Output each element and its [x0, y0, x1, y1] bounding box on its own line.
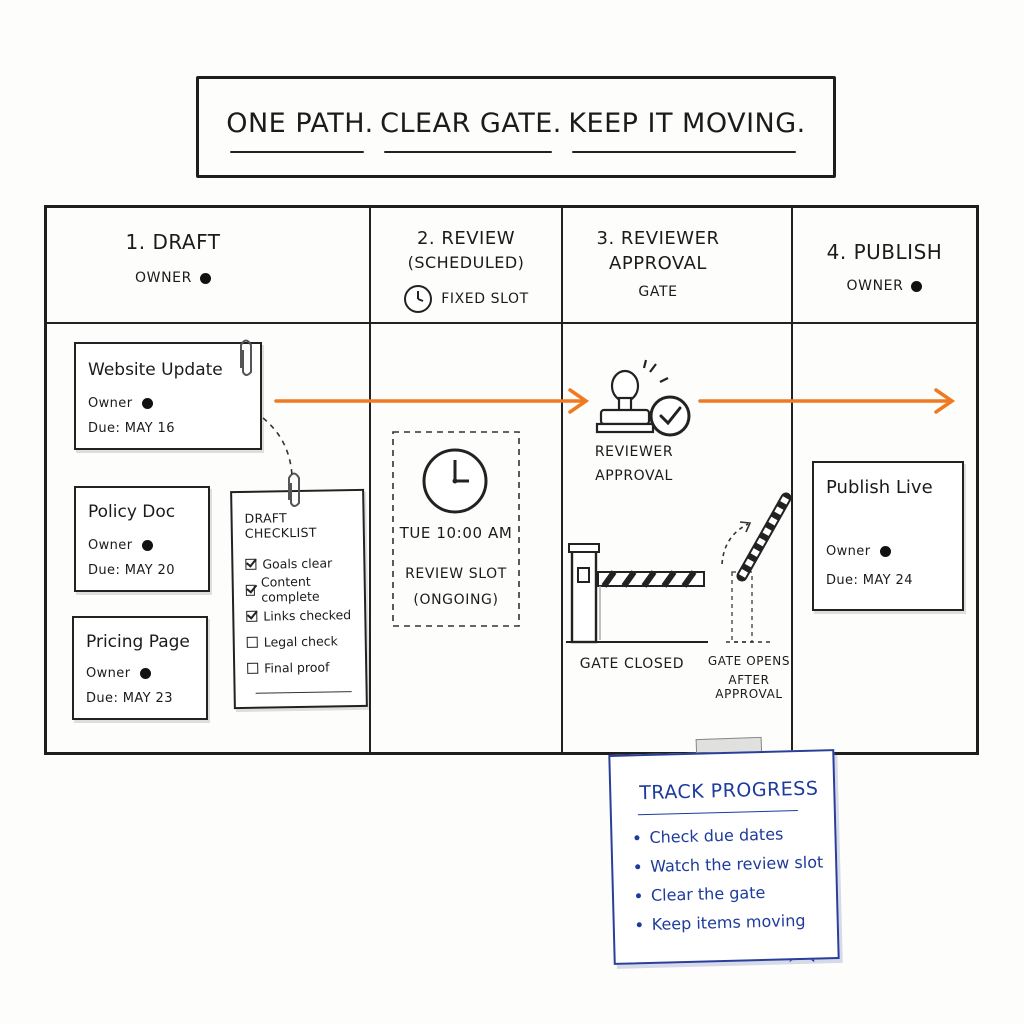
column-publish-title: 4. PUBLISH — [826, 240, 943, 264]
card-owner: Owner — [88, 396, 248, 411]
review-slot-label: REVIEW SLOT — [405, 566, 507, 582]
column-review-subtitle: (SCHEDULED) — [407, 253, 525, 272]
column-review-slot: FIXED SLOT — [370, 284, 562, 314]
column-approval-title-2: APPROVAL — [609, 253, 707, 274]
card-title: Policy Doc — [88, 502, 176, 522]
clock-icon — [422, 448, 488, 514]
owner-label: Owner — [86, 666, 131, 681]
card-publish-live[interactable]: Publish Live Owner Due: MAY 24 — [812, 461, 964, 611]
approval-label-2: APPROVAL — [595, 468, 673, 484]
note-title: TRACK PROGRESS — [639, 777, 819, 805]
column-review-header: 2. REVIEW (SCHEDULED) FIXED SLOT — [370, 228, 562, 314]
card-owner: Owner — [826, 544, 950, 559]
gate-closed-label: GATE CLOSED — [579, 656, 685, 672]
column-approval-header: 3. REVIEWER APPROVAL GATE — [562, 228, 754, 300]
check-circle-icon — [649, 395, 691, 437]
bullet-icon — [634, 835, 640, 841]
note-item-label: Check due dates — [649, 824, 784, 847]
gate-barrier-icon — [721, 492, 792, 643]
card-title: Publish Live — [826, 477, 933, 498]
note-item-label: Clear the gate — [650, 882, 766, 905]
title-phrase-2: CLEAR GATE. — [380, 108, 562, 153]
owner-label: Owner — [826, 544, 871, 559]
workflow-board — [44, 205, 979, 755]
note-item-label: Keep items moving — [651, 910, 806, 934]
column-approval-gate: GATE — [638, 284, 678, 300]
card-title: Website Update — [88, 360, 223, 380]
card-due: Due: MAY 16 — [88, 421, 175, 436]
owner-label: OWNER — [135, 270, 192, 286]
bullet-icon — [635, 864, 641, 870]
note-item: Keep items moving — [636, 905, 837, 939]
gate-opens-label-1: GATE OPENS — [707, 654, 791, 668]
paperclip-icon — [288, 472, 300, 507]
title-banner: ONE PATH. CLEAR GATE. KEEP IT MOVING. — [196, 76, 836, 178]
owner-label: Owner — [88, 538, 133, 553]
owner-dot-icon — [140, 668, 152, 679]
card-policy-doc[interactable]: Policy Doc Owner Due: MAY 20 — [74, 486, 210, 592]
column-publish-owner: OWNER — [792, 278, 977, 294]
column-draft-title: 1. DRAFT — [125, 230, 221, 254]
column-publish-header: 4. PUBLISH OWNER — [792, 240, 977, 294]
card-due: Due: MAY 20 — [88, 563, 175, 578]
column-review-title: 2. REVIEW — [416, 228, 516, 249]
approval-label-1: REVIEWER — [594, 444, 674, 460]
note-item-label: Watch the review slot — [649, 852, 824, 876]
card-due: Due: MAY 24 — [826, 573, 913, 588]
title-phrase-3: KEEP IT MOVING. — [568, 108, 805, 153]
connector-line — [262, 417, 293, 477]
title-phrase-1: ONE PATH. — [226, 108, 373, 153]
card-website-update[interactable]: Website Update Owner Due: MAY 16 — [74, 342, 262, 450]
card-owner: Owner — [88, 538, 196, 553]
owner-dot-icon — [142, 398, 154, 409]
bullet-icon — [635, 893, 642, 899]
note-underline — [637, 810, 798, 816]
bullet-icon — [636, 922, 642, 928]
owner-dot-icon — [880, 546, 892, 557]
flow-arrow — [698, 388, 956, 414]
owner-dot-icon — [142, 540, 154, 551]
card-pricing-page[interactable]: Pricing Page Owner Due: MAY 23 — [72, 616, 208, 720]
card-owner: Owner — [86, 666, 194, 681]
stamp-icon — [595, 359, 669, 434]
card-due: Due: MAY 23 — [86, 691, 173, 706]
owner-label: OWNER — [846, 278, 904, 294]
fixed-slot-label: FIXED SLOT — [441, 291, 529, 307]
flow-arrow — [274, 388, 590, 414]
column-approval-title: 3. REVIEWER — [596, 228, 720, 249]
owner-dot-icon — [199, 272, 211, 284]
review-slot-box — [392, 431, 520, 627]
column-draft-header: 1. DRAFT OWNER — [46, 230, 370, 286]
review-slot-time: TUE 10:00 AM — [399, 524, 513, 542]
owner-label: Owner — [88, 396, 133, 411]
clock-icon — [404, 285, 433, 313]
column-draft-owner: OWNER — [46, 270, 370, 286]
card-title: Pricing Page — [86, 632, 190, 652]
gate-barrier-icon — [566, 543, 708, 644]
paperclip-icon — [240, 339, 252, 376]
gate-opens-label-2: AFTER APPROVAL — [715, 673, 783, 701]
review-slot-status: (ONGOING) — [413, 592, 499, 608]
owner-dot-icon — [911, 280, 923, 292]
